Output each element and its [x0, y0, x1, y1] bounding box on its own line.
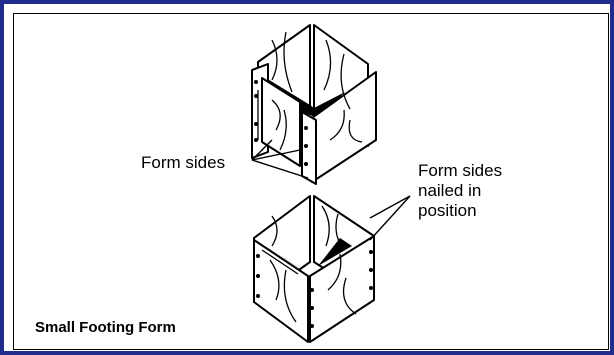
form-sides-exploded	[252, 25, 376, 184]
form-sides-label: Form sides	[141, 153, 225, 173]
form-sides-nailed-label: Form sides nailed in position	[418, 161, 502, 221]
diagram-caption: Small Footing Form	[35, 318, 176, 338]
form-assembled	[254, 196, 374, 342]
